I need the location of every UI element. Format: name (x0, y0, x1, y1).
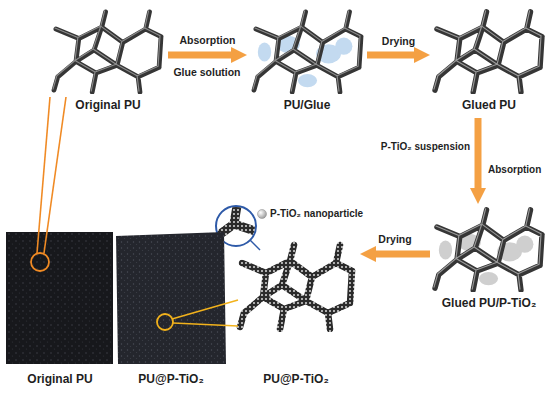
foam-highlight (434, 209, 541, 289)
process-arrow (168, 52, 235, 59)
coated-struts (240, 245, 352, 329)
annotation-label: Original PU (27, 372, 92, 386)
foam-illustration (253, 11, 361, 92)
step-label: Drying (378, 232, 411, 246)
zoom-circle (157, 314, 173, 330)
state-label: Original PU (75, 98, 140, 113)
foam-highlight (53, 11, 160, 91)
foam-illustration (434, 209, 542, 290)
foam-illustration (53, 11, 161, 92)
foam-state: PU@P-TiO₂ (232, 232, 360, 390)
nanoparticle-symbol (258, 210, 267, 219)
magnifier-leader (250, 240, 260, 250)
foam-struts (54, 12, 161, 92)
legend-label: P-TiO₂ nanoparticle (270, 207, 363, 221)
foam-state: Glued PU/P-TiO₂ (430, 204, 548, 314)
state-label: PU@P-TiO₂ (263, 372, 328, 387)
photo-coated-pu (116, 232, 226, 364)
state-label: PU/Glue (284, 98, 331, 113)
foam-state: PU/Glue (247, 6, 367, 116)
state-label: Glued PU/P-TiO₂ (442, 296, 536, 311)
step-label: Drying (382, 34, 415, 48)
step-label: Absorption (488, 163, 541, 177)
foam-struts (435, 12, 542, 92)
foam-struts (254, 12, 361, 92)
photo-original-pu (6, 232, 113, 364)
zoom-circle (31, 253, 49, 271)
leader-line (172, 300, 238, 319)
step-label: Absorption (180, 33, 236, 47)
foam-struts (435, 210, 542, 290)
annotation-label: P-TiO₂ suspension (381, 140, 470, 154)
foam-illustration (434, 11, 542, 92)
annotation-label: PU@P-TiO₂ (138, 372, 203, 386)
foam-state: Original PU (48, 6, 168, 116)
leader-line (44, 97, 66, 253)
foam-highlight (253, 11, 360, 91)
process-arrow (367, 52, 418, 59)
foam-highlight (434, 11, 541, 91)
state-label: Glued PU (462, 98, 516, 113)
foam-illustration (240, 245, 352, 329)
leader-line (173, 323, 238, 326)
process-arrow (475, 118, 482, 192)
foam-state: Glued PU (430, 6, 548, 116)
annotation-label: Glue solution (173, 65, 240, 79)
process-arrow (372, 251, 430, 258)
